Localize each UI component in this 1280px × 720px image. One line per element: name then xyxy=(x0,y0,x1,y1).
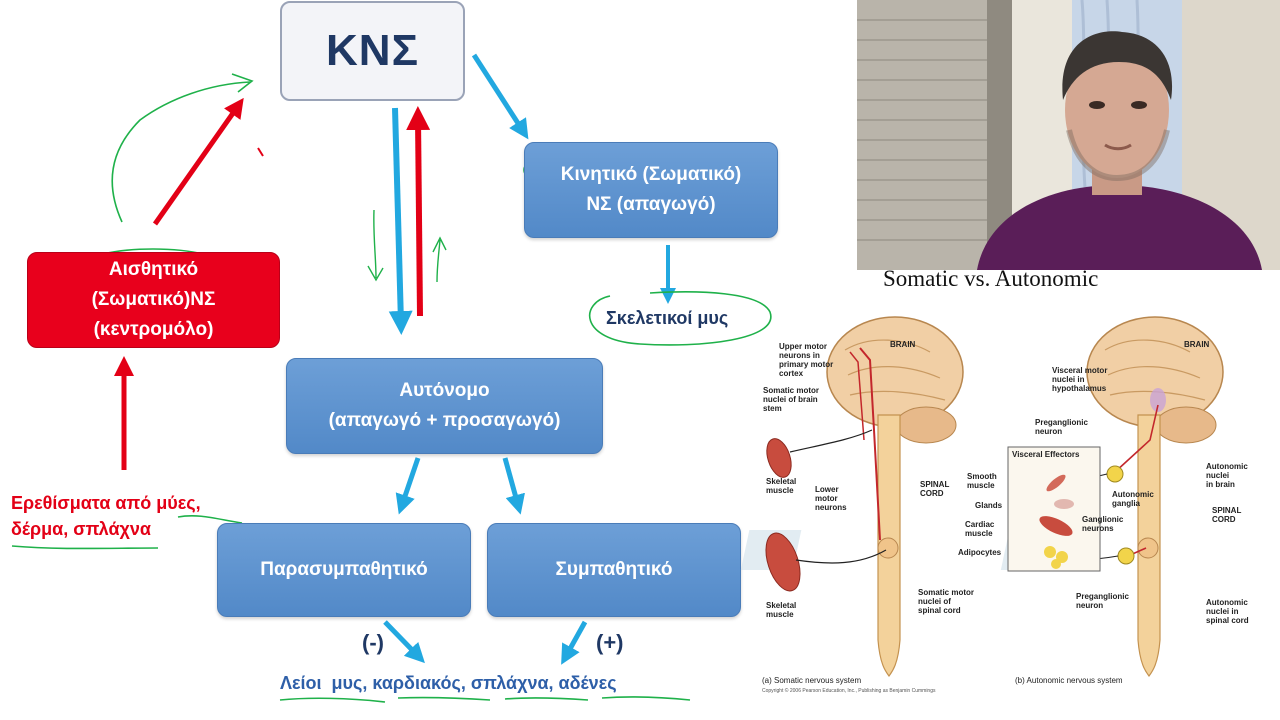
label-preganglionic-bottom: Preganglionic neuron xyxy=(1076,592,1129,610)
sympathetic-label: Συμπαθητικό xyxy=(555,559,673,580)
ink-green-arrow-up xyxy=(432,236,447,283)
ink-green-circle-skeletal xyxy=(588,291,772,346)
ink-green-arrow-down xyxy=(367,209,384,282)
caption-somatic: (a) Somatic nervous system xyxy=(762,676,862,685)
figure-title: Somatic vs. Autonomic xyxy=(883,266,1099,291)
figure-copyright: Copyright © 2006 Pearson Education, Inc.… xyxy=(762,688,936,694)
motor-box-line2: ΝΣ (απαγωγό) xyxy=(586,194,716,215)
caption-autonomic: (b) Autonomic nervous system xyxy=(1015,676,1123,685)
sensory-box-line1: Αισθητικό xyxy=(108,259,199,280)
ink-red-tick xyxy=(257,147,264,157)
autonomic-box: Αυτόνομο (απαγωγό + προσαγωγό) xyxy=(286,358,603,454)
label-visceral-effectors: Visceral Effectors xyxy=(1012,450,1080,459)
arrow-autonomic-to-parasympathetic xyxy=(395,457,421,515)
sensory-box-line2: (Σωματικό)ΝΣ xyxy=(91,289,216,310)
arrow-autonomic-to-cns xyxy=(406,106,431,317)
label-upper-motor: Upper motor neurons in primary motor cor… xyxy=(779,342,834,378)
webcam-presenter xyxy=(857,0,1280,270)
label-skeletal-muscle-top: Skeletal muscle xyxy=(766,477,797,495)
webcam-inset xyxy=(857,0,1280,270)
cns-label: ΚΝΣ xyxy=(326,26,419,75)
sensory-box-line3: (κεντρομόλο) xyxy=(93,319,214,340)
ink-green-curve-to-cns xyxy=(111,73,254,223)
arrow-cns-to-autonomic xyxy=(388,107,413,335)
cns-box: ΚΝΣ xyxy=(280,1,465,101)
label-preganglionic-top: Preganglionic neuron xyxy=(1035,418,1088,436)
arrow-cns-to-motor xyxy=(471,53,529,140)
label-cardiac-muscle: Cardiac muscle xyxy=(965,520,995,538)
label-skeletal-muscle-bottom: Skeletal muscle xyxy=(766,601,797,619)
autonomic-box-line1: Αυτόνομο xyxy=(399,380,490,401)
label-smooth-muscle: Smooth muscle xyxy=(967,472,997,490)
label-brain-left: BRAIN xyxy=(890,340,916,349)
minus-sign: (-) xyxy=(362,630,384,655)
autonomic-box-line2: (απαγωγό + προσαγωγό) xyxy=(328,410,561,431)
label-adipocytes: Adipocytes xyxy=(958,548,1002,557)
label-spinal-cord-right: SPINAL CORD xyxy=(1212,506,1242,524)
sensory-somatic-box: Αισθητικό (Σωματικό)ΝΣ (κεντρομόλο) xyxy=(27,252,280,348)
label-brain-right: BRAIN xyxy=(1184,340,1210,349)
arrow-parasympathetic-to-targets xyxy=(383,620,425,664)
sympathetic-box: Συμπαθητικό xyxy=(487,523,741,617)
motor-somatic-box: Κινητικό (Σωματικό) ΝΣ (απαγωγό) xyxy=(524,142,778,238)
label-glands: Glands xyxy=(975,501,1003,510)
label-somatic-nuclei-brainstem: Somatic motor nuclei of brain stem xyxy=(763,386,820,413)
stimuli-line1: Ερεθίσματα από μύες, xyxy=(11,493,201,513)
stimuli-label: Ερεθίσματα από μύες, δέρμα, σπλάχνα xyxy=(11,490,201,542)
targets-label: Λείοι μυς, καρδιακός, σπλάχνα, αδένες xyxy=(280,673,617,693)
ink-green-underline-stimuli-2 xyxy=(11,545,159,550)
ink-green-underline-targets xyxy=(279,696,691,703)
ink-green-underline-stimuli xyxy=(177,514,243,524)
skeletal-muscles-label: Σκελετικοί μυς xyxy=(606,308,729,328)
motor-box-line1: Κινητικό (Σωματικό) xyxy=(560,164,742,185)
stimuli-line2: δέρμα, σπλάχνα xyxy=(11,519,151,539)
label-ganglionic-neurons: Ganglionic neurons xyxy=(1082,515,1124,533)
label-autonomic-nuclei-brain: Autonomic nuclei in brain xyxy=(1206,462,1248,489)
label-visceral-motor: Visceral motor nuclei in hypothalamus xyxy=(1052,366,1108,393)
parasympathetic-box: Παρασυμπαθητικό xyxy=(217,523,471,617)
label-lower-motor: Lower motor neurons xyxy=(815,485,847,512)
label-autonomic-ganglia: Autonomic ganglia xyxy=(1112,490,1154,508)
plus-sign: (+) xyxy=(596,630,624,655)
arrow-autonomic-to-sympathetic xyxy=(502,457,525,515)
arrow-sensory-to-cns xyxy=(152,97,244,226)
label-spinal-cord-left: SPINAL CORD xyxy=(920,480,950,498)
arrow-sympathetic-to-targets xyxy=(561,620,588,665)
parasympathetic-label: Παρασυμπαθητικό xyxy=(260,559,428,580)
label-somatic-nuclei-spinal: Somatic motor nuclei of spinal cord xyxy=(918,588,975,615)
label-autonomic-nuclei-spinal: Autonomic nuclei in spinal cord xyxy=(1206,598,1249,625)
